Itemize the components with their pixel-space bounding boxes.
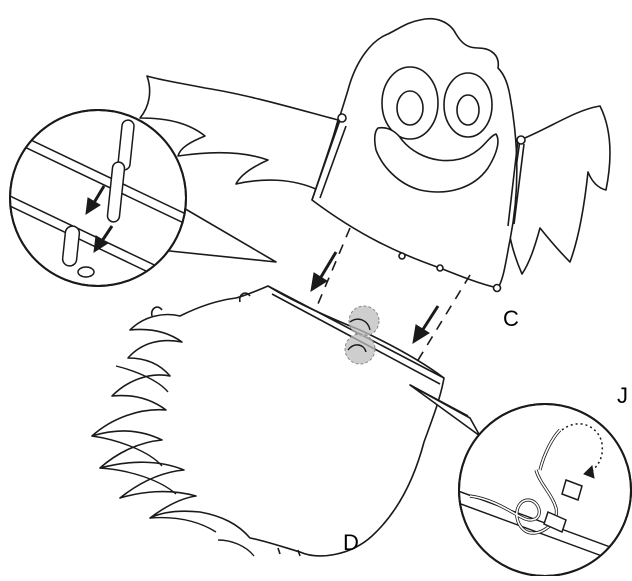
label-d: D bbox=[343, 532, 359, 554]
right-wing bbox=[508, 106, 610, 274]
knot-icon bbox=[410, 385, 632, 576]
label-j: J bbox=[617, 385, 628, 407]
left-eye-inner bbox=[397, 91, 423, 125]
arrow-down-icon bbox=[413, 306, 438, 343]
label-c: C bbox=[503, 308, 519, 330]
arrow-down-icon bbox=[311, 252, 336, 291]
right-eye-inner bbox=[457, 95, 479, 125]
ghost-tail-panel bbox=[92, 286, 444, 556]
tail-body bbox=[92, 286, 444, 556]
